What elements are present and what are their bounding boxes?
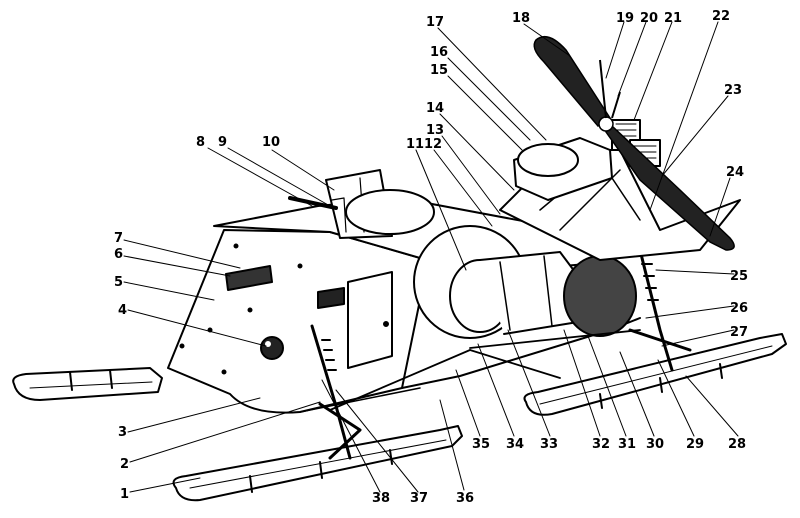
- callout-12: 12: [424, 137, 442, 152]
- front-left-ski: [12, 367, 163, 401]
- callout-23: 23: [724, 83, 742, 98]
- rear-suspension: [628, 248, 692, 372]
- callout-17: 17: [426, 15, 444, 30]
- callout-10: 10: [262, 135, 280, 150]
- callout-18: 18: [512, 11, 530, 26]
- callout-19: 19: [616, 11, 634, 26]
- front-suspension: [310, 324, 362, 460]
- front-right-ski: [172, 425, 463, 502]
- callout-1: 1: [120, 487, 129, 502]
- callout-30: 30: [646, 437, 664, 452]
- callout-2: 2: [120, 457, 129, 472]
- front-plate: [225, 265, 273, 291]
- callout-27: 27: [730, 325, 748, 340]
- callout-14: 14: [426, 101, 444, 116]
- propeller: [533, 35, 735, 251]
- headlight: [260, 336, 284, 360]
- cab-door: [317, 271, 393, 369]
- callout-24: 24: [726, 165, 744, 180]
- callout-20: 20: [640, 11, 658, 26]
- callout-21: 21: [664, 11, 682, 26]
- callout-11: 11: [406, 137, 424, 152]
- fuel-tank: [413, 225, 637, 339]
- frame-rods: [329, 329, 641, 411]
- callout-34: 34: [506, 437, 524, 452]
- callout-22: 22: [712, 9, 730, 24]
- callout-26: 26: [730, 301, 748, 316]
- callout-numbers: 1 2 3 4 5 6 7 8 9 10 11 12 13 14 15 16 1…: [114, 9, 748, 506]
- windshield: [288, 169, 435, 239]
- callout-36: 36: [456, 491, 474, 506]
- rear-ski: [523, 333, 787, 416]
- callout-9: 9: [218, 135, 227, 150]
- callout-5: 5: [114, 275, 123, 290]
- callout-15: 15: [430, 63, 448, 78]
- callout-25: 25: [730, 269, 748, 284]
- callout-16: 16: [430, 45, 448, 60]
- callout-33: 33: [540, 437, 558, 452]
- callout-3: 3: [118, 425, 127, 440]
- callout-35: 35: [472, 437, 490, 452]
- callout-32: 32: [592, 437, 610, 452]
- callout-31: 31: [618, 437, 636, 452]
- leader-lines: [123, 21, 739, 493]
- callout-28: 28: [728, 437, 746, 452]
- callout-13: 13: [426, 123, 444, 138]
- callout-29: 29: [686, 437, 704, 452]
- callout-37: 37: [410, 491, 428, 506]
- callout-6: 6: [114, 247, 123, 262]
- callout-8: 8: [196, 135, 205, 150]
- callout-7: 7: [114, 231, 123, 246]
- callout-38: 38: [372, 491, 390, 506]
- callout-4: 4: [118, 303, 127, 318]
